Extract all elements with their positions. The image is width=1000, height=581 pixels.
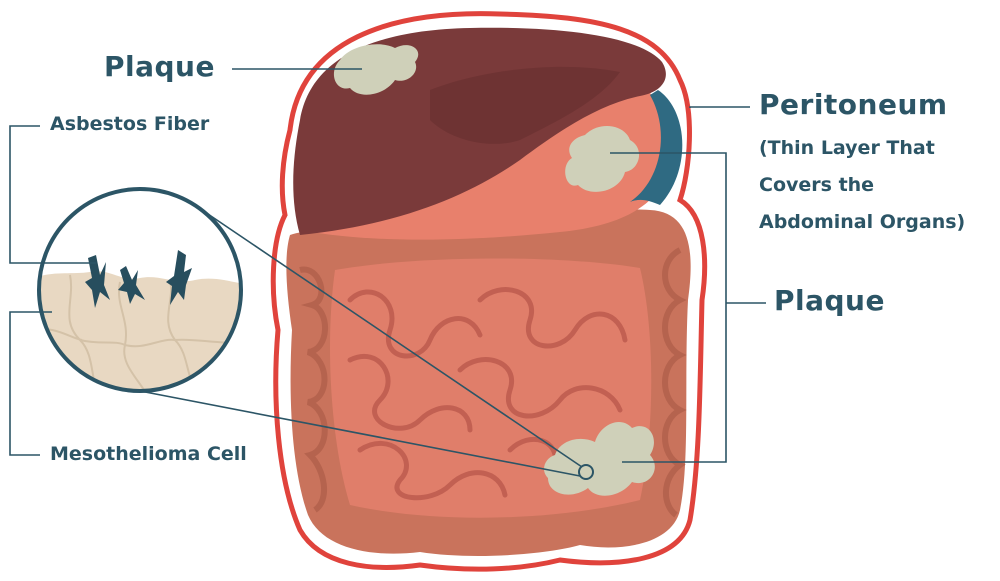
magnified-view xyxy=(37,187,243,393)
plaque-intestine xyxy=(544,422,655,496)
cell-focus-circle xyxy=(578,464,594,480)
liver-shading xyxy=(430,66,620,144)
zoom-line-upper xyxy=(204,211,583,468)
leader-lines xyxy=(9,68,766,477)
leader-asbestos-fiber xyxy=(9,125,96,264)
peritoneum-desc-line-3: Abdominal Organs) xyxy=(759,211,966,233)
peritoneum-desc-line-2: Covers the xyxy=(759,174,875,196)
label-mesothelioma-cell: Mesothelioma Cell xyxy=(50,443,247,465)
mesothelial-tissue xyxy=(39,271,241,391)
label-asbestos-fiber: Asbestos Fiber xyxy=(50,113,210,135)
peritoneum-layer xyxy=(630,90,683,205)
large-intestine-shading xyxy=(299,266,328,513)
large-intestine-shading-right xyxy=(662,247,687,518)
leader-mesothelioma-cell xyxy=(9,311,52,456)
label-peritoneum: Peritoneum xyxy=(759,88,948,121)
plaque-stomach xyxy=(565,125,640,192)
peritoneum-desc-line-1: (Thin Layer That xyxy=(759,137,935,159)
zoom-line-lower xyxy=(139,390,581,477)
leader-peritoneum xyxy=(689,106,750,108)
leader-plaque-stomach xyxy=(610,152,727,463)
label-plaque-right: Plaque xyxy=(774,284,885,317)
label-peritoneum-description: (Thin Layer That Covers the Abdominal Or… xyxy=(759,130,965,241)
label-plaque-top: Plaque xyxy=(104,50,215,83)
plaque-liver xyxy=(333,44,419,95)
asbestos-fibers xyxy=(85,250,192,308)
